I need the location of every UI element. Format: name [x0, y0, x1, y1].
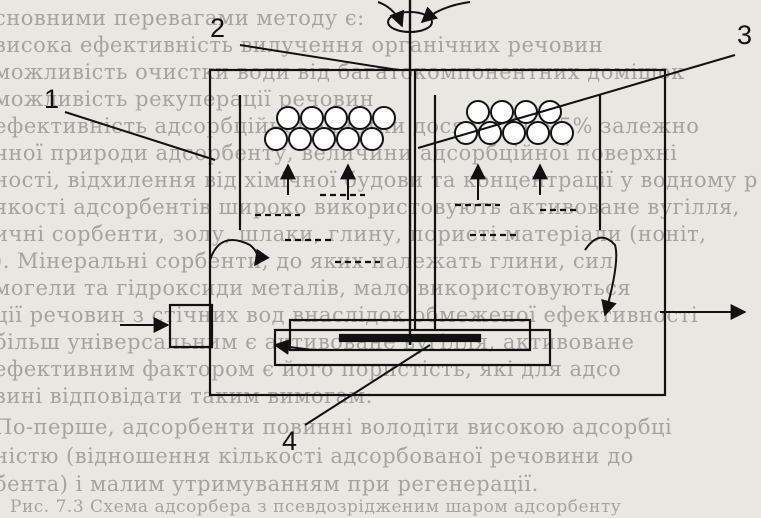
background-text-line: сновними перевагами методу є:: [0, 6, 365, 30]
background-text-line: ефективним фактором є його пористість, я…: [0, 357, 622, 381]
background-caption: Рис. 7.3 Схема адсорбера з псевдозріджен…: [10, 497, 622, 517]
callout-lines: [64, 44, 736, 426]
background-text-line: ції речовин з стічних вод внаслідок обме…: [0, 303, 699, 327]
adsorbent-granules-left: [264, 106, 396, 151]
background-text-line: ). Мінеральні сорбенти, до яких належать…: [0, 249, 614, 273]
background-text-line: ністю (відношення кількості адсорбованої…: [0, 444, 634, 468]
callout-line-3: [417, 54, 736, 149]
callout-label-2: 2: [210, 13, 226, 43]
callout-label-3: 3: [737, 20, 753, 50]
background-text-line: ичні сорбенти, золу, шлаки, глину, порис…: [0, 222, 707, 246]
background-text-line: бента) і малим утримуванням при регенера…: [0, 472, 539, 496]
background-text-line: можливість очистки води від багатокомпон…: [0, 60, 685, 84]
background-text-line: якості адсорбентів широко використовують…: [0, 195, 740, 219]
callout-line-1: [64, 111, 216, 161]
inlet-pipe: [168, 303, 214, 349]
background-text-line: По-перше, адсорбенти повинні володіти ви…: [0, 415, 673, 439]
callout-label-1: 1: [44, 84, 60, 114]
rotation-arrow-left: [377, 1, 405, 28]
background-text-line: ності, відхилення від хімічної будови та…: [0, 168, 758, 192]
vessel-body: [168, 68, 667, 397]
background-text-line: висока ефективність вилучення органічних…: [0, 33, 604, 57]
callout-line-4: [304, 344, 431, 426]
background-text-line: могели та гідроксиди металів, мало викор…: [0, 276, 632, 300]
callout-label-4: 4: [282, 426, 298, 456]
rotation-arrow-right: [420, 1, 471, 24]
tank-outline: [208, 68, 667, 397]
fluidized-bed-levels: [255, 193, 580, 264]
callout-line-2: [239, 44, 399, 71]
flow-arrows: [120, 163, 747, 355]
